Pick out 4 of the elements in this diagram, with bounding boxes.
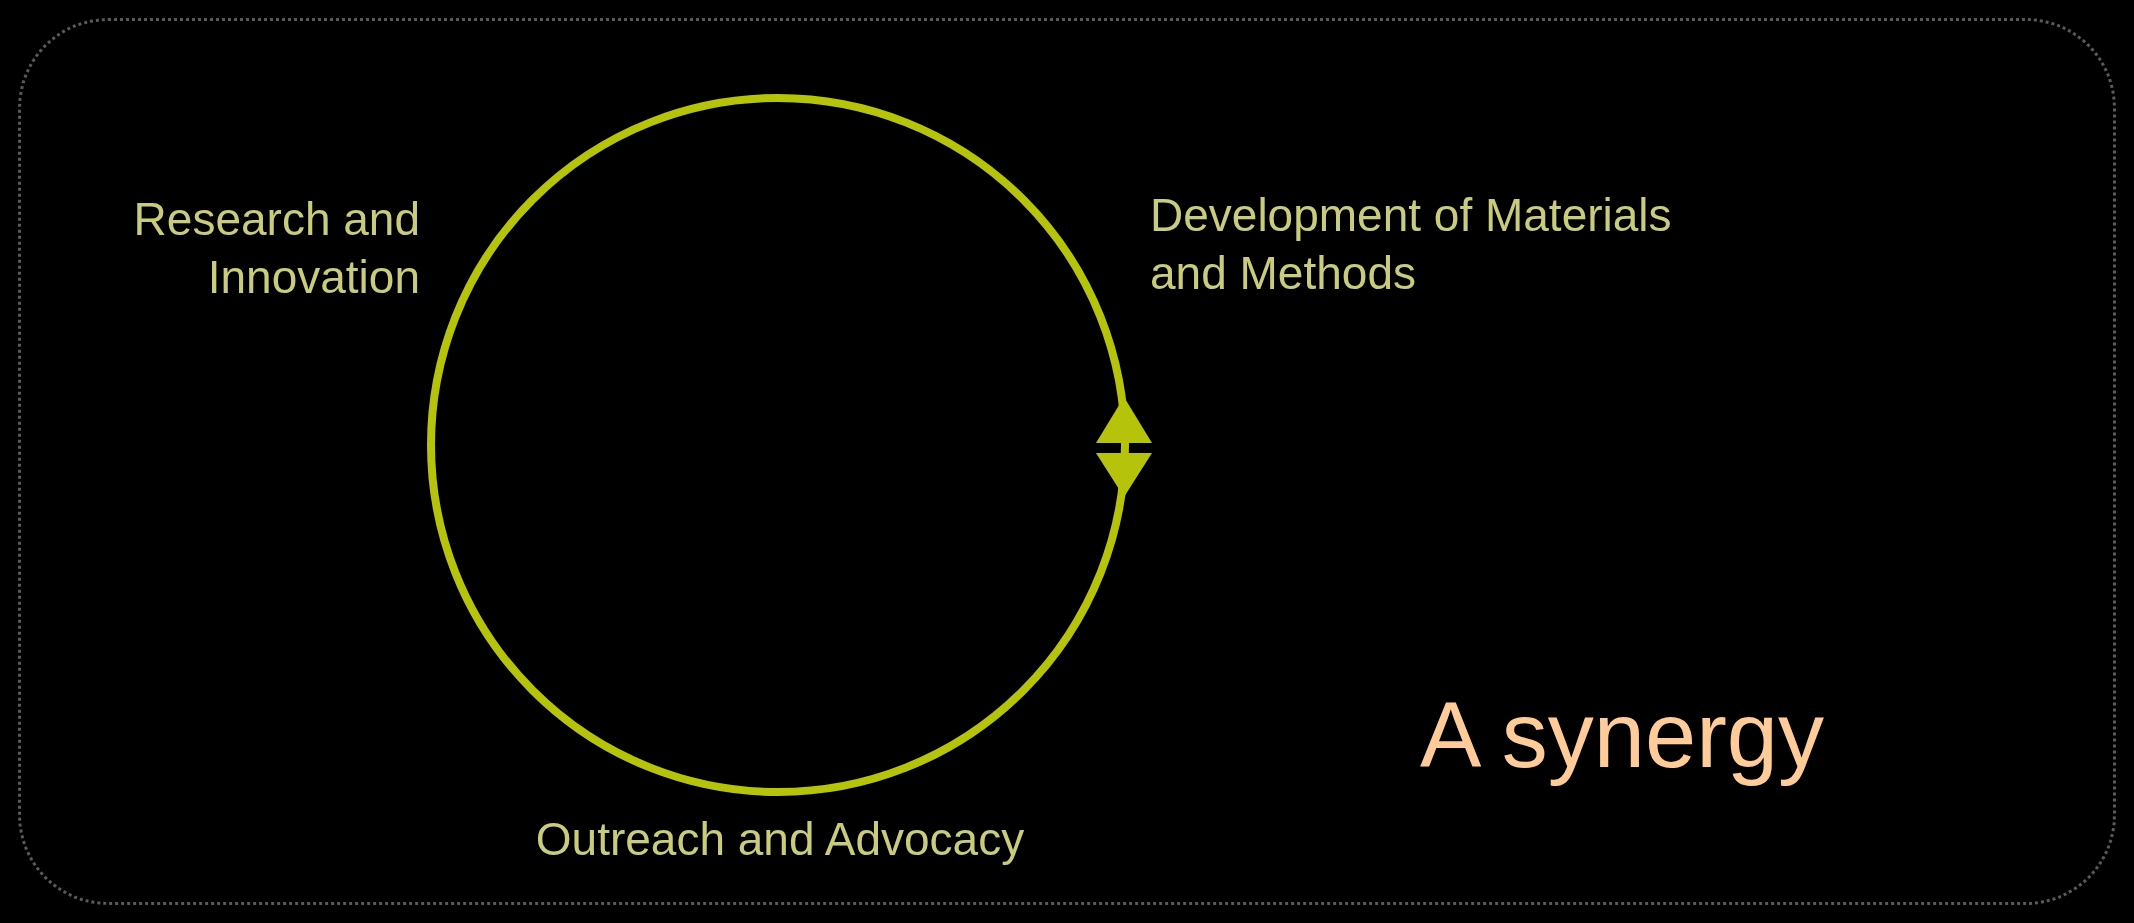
cycle-stage-label: Research and Innovation [132, 192, 420, 305]
cycle-stage-label: Outreach and Advocacy [534, 812, 1026, 867]
cycle-stage-label: Development of Materials and Methods [1150, 188, 1673, 301]
caption-text: A synergy [1420, 683, 1824, 788]
